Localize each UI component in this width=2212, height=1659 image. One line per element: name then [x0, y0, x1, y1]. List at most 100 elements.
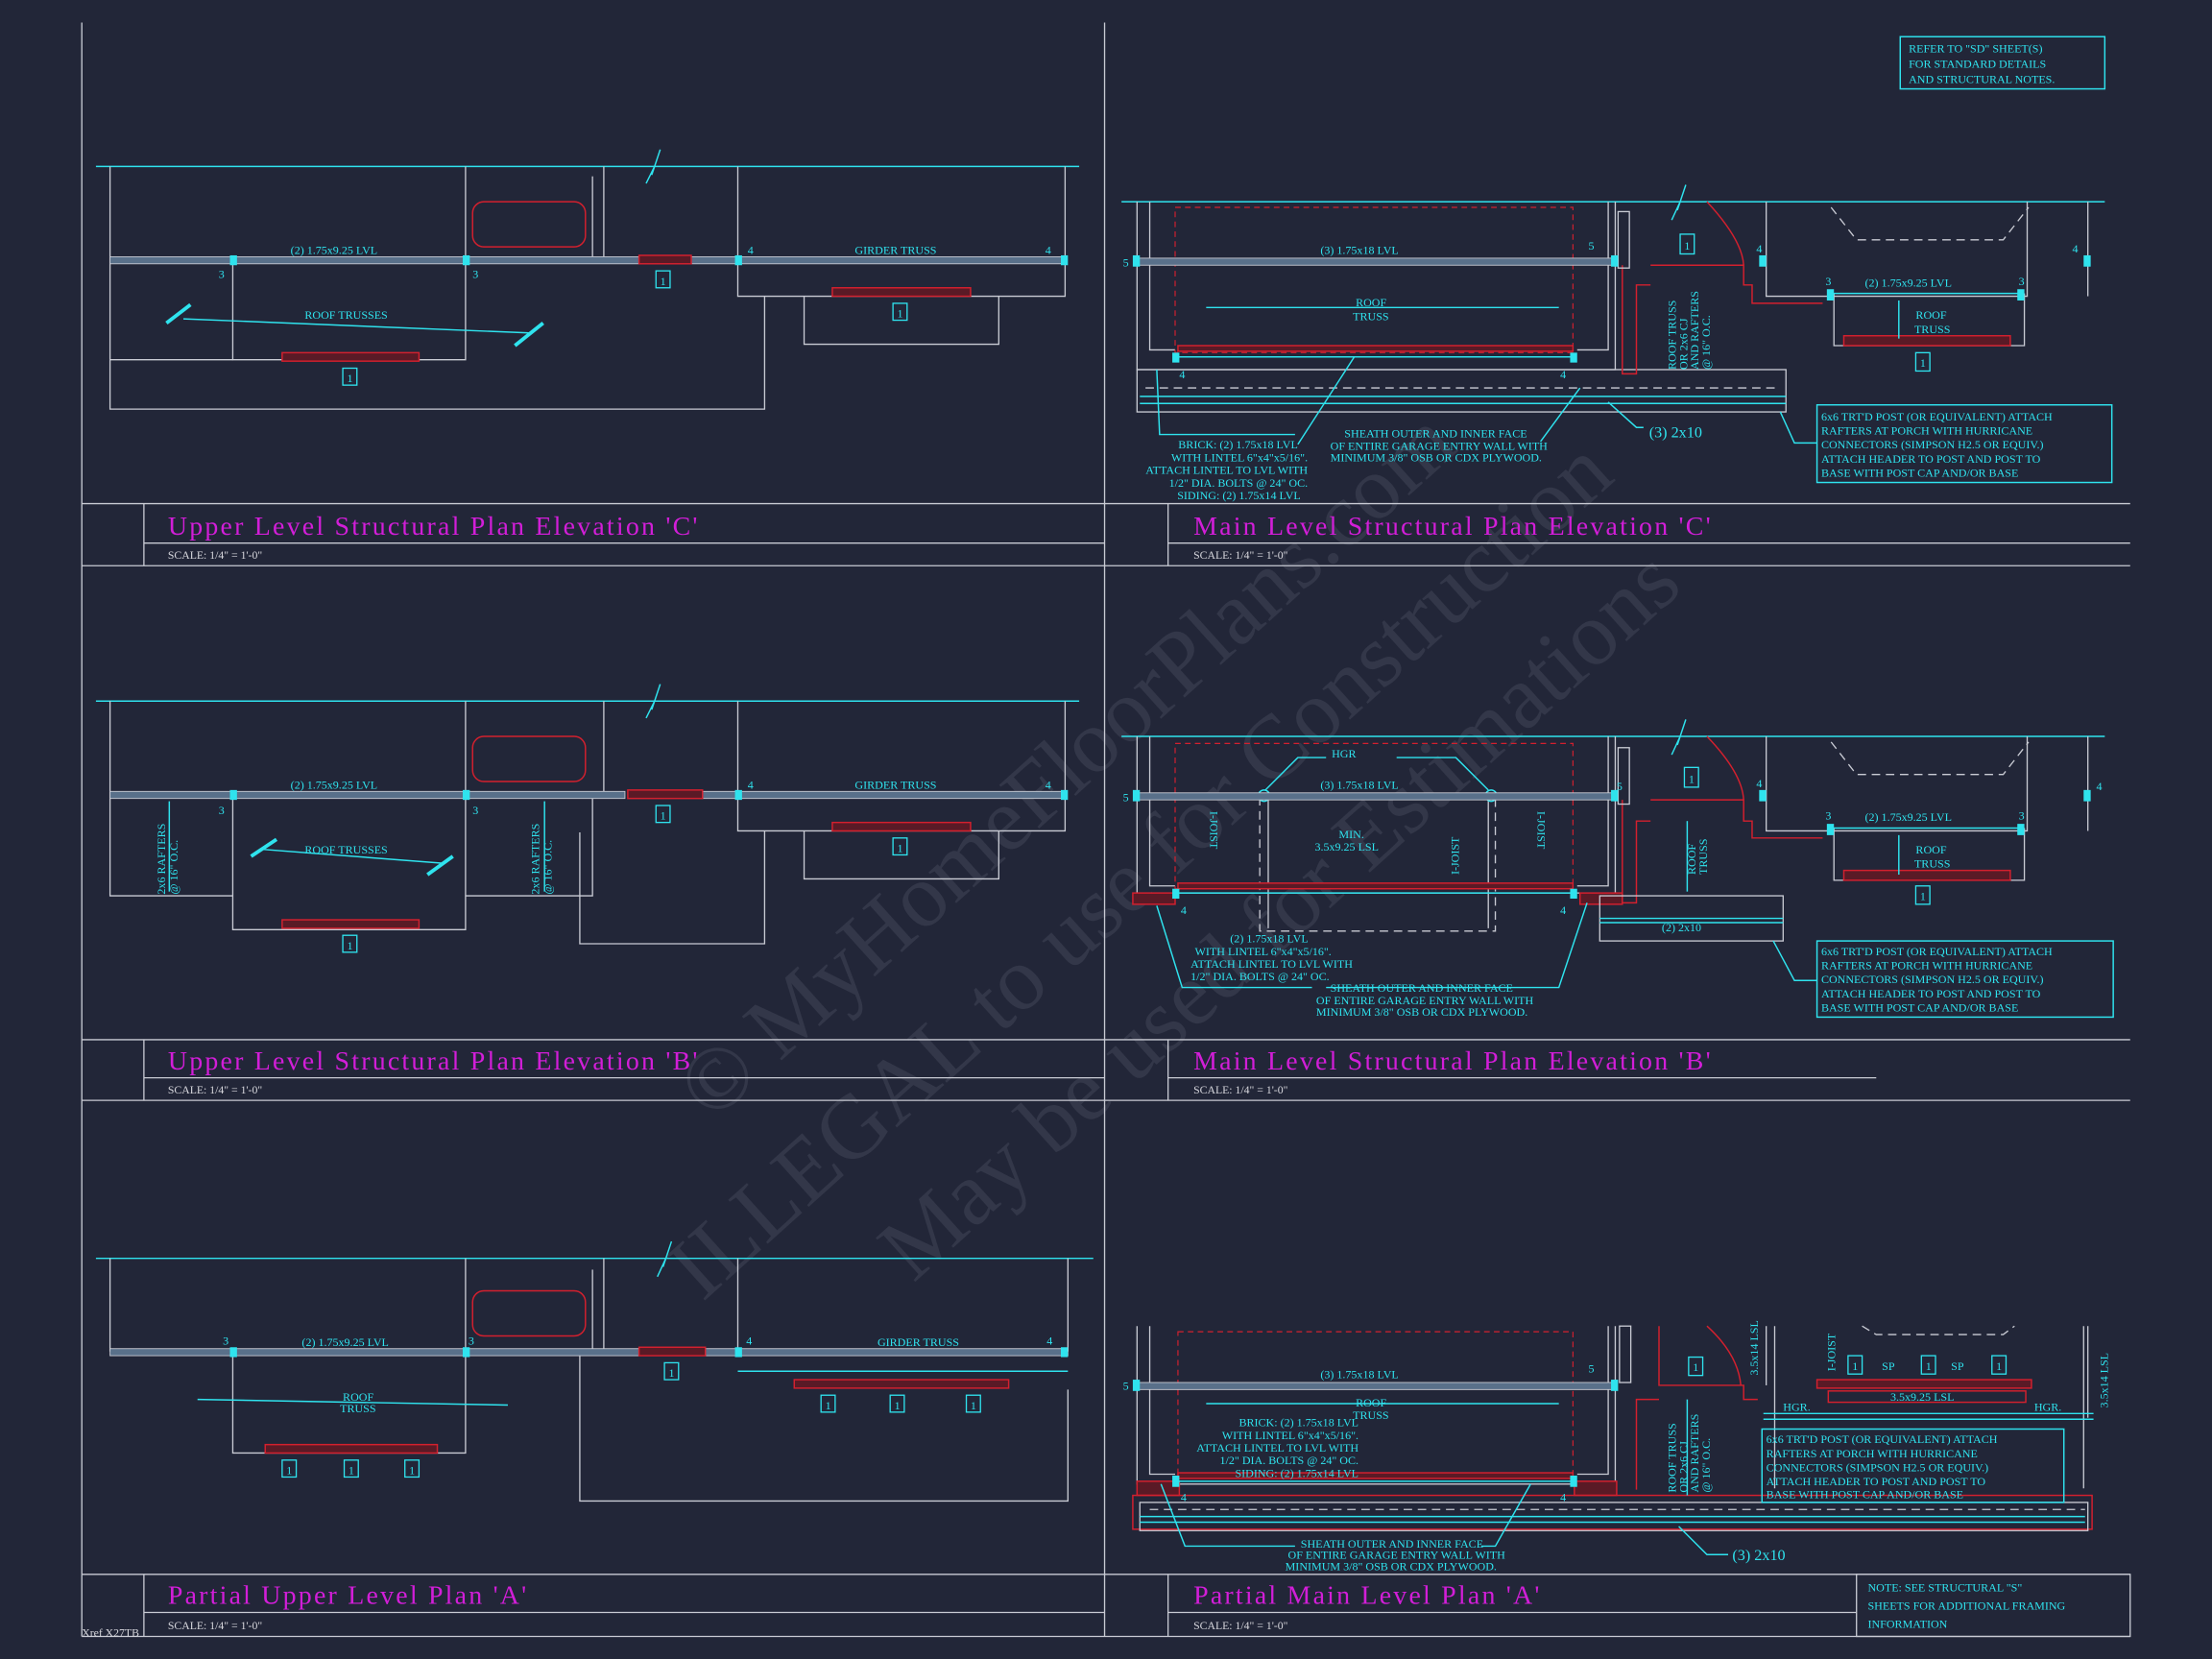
garage-roof-label: ROOF TRUSS: [1666, 1423, 1679, 1492]
porch-beam-label: (2) 1.75x9.25 LVL: [1865, 810, 1952, 824]
rafter-label: 2x6 RAFTERS: [155, 824, 168, 895]
beam-label: (3) 1.75x18 LVL: [1320, 1368, 1398, 1382]
framing-note-line: SHEETS FOR ADDITIONAL FRAMING: [1867, 1599, 2065, 1613]
plan-scale: SCALE: 1/4" = 1'-0": [1193, 1084, 1288, 1096]
header-tag: 1: [1693, 1360, 1698, 1374]
roof-label: ROOF: [1356, 296, 1386, 309]
post-note-line: RAFTERS AT PORCH WITH HURRICANE: [1821, 958, 2032, 972]
plan-title: Upper Level Structural Plan Elevation 'B…: [168, 1046, 700, 1076]
plan-scale: SCALE: 1/4" = 1'-0": [168, 1084, 263, 1096]
plan-title: Main Level Structural Plan Elevation 'C': [1193, 512, 1713, 541]
header-tag: 1: [1920, 356, 1926, 370]
sheath-note-line: OF ENTIRE GARAGE ENTRY WALL WITH: [1288, 1549, 1506, 1562]
brick-note-line: 1/2" DIA. BOLTS @ 24" OC.: [1169, 476, 1308, 490]
post-mark: 4: [746, 1334, 752, 1347]
header-tag: 1: [895, 1399, 901, 1412]
lintel-note-line: ATTACH LINTEL TO LVL WITH: [1190, 957, 1353, 971]
post-mark: 5: [1589, 239, 1595, 252]
plan-main-level-elevation-c: (3) 1.75x18 LVL (2) 1.75x9.25 LVL ROOF T…: [1104, 184, 2130, 566]
header-tag: 1: [349, 1464, 354, 1478]
header-tag: 1: [898, 307, 903, 321]
joist-label: I-JOIST: [1208, 811, 1221, 850]
rafter-label: 2x6 RAFTERS: [528, 824, 541, 895]
post-mark: 3: [219, 267, 225, 280]
general-note: REFER TO "SD" SHEET(S) FOR STANDARD DETA…: [1899, 36, 2106, 90]
post-note-line: RAFTERS AT PORCH WITH HURRICANE: [1767, 1447, 1978, 1460]
garage-roof-label: ROOF TRUSS: [1666, 301, 1679, 370]
beam-label: (3) 1.75x18 LVL: [1320, 243, 1398, 256]
lintel-note-line: WITH LINTEL 6"x4"x5/16".: [1195, 945, 1332, 958]
beam-label: (2) 1.75x9.25 LVL: [291, 778, 377, 791]
sheath-note-line: SHEATH OUTER AND INNER FACE: [1344, 427, 1527, 441]
sheath-note-line: MINIMUM 3/8" OSB OR CDX PLYWOOD.: [1331, 450, 1542, 464]
post-mark: 4: [1046, 778, 1051, 791]
header-tag: 1: [1996, 1359, 2002, 1373]
plan-scale: SCALE: 1/4" = 1'-0": [168, 549, 263, 562]
post-note-line: RAFTERS AT PORCH WITH HURRICANE: [1821, 424, 2032, 438]
watermark-line-3: May be used for Estimations: [860, 530, 1698, 1299]
garage-roof-label: @ 16" O.C.: [1699, 1438, 1713, 1493]
sheath-note-line: OF ENTIRE GARAGE ENTRY WALL WITH: [1331, 440, 1549, 453]
sheath-note-line: MINIMUM 3/8" OSB OR CDX PLYWOOD.: [1316, 1005, 1527, 1019]
plan-title: Upper Level Structural Plan Elevation 'C…: [168, 512, 700, 541]
joist-label: I-JOIST: [1825, 1333, 1839, 1371]
garage-roof-label: OR 2x6 CJ: [1676, 318, 1690, 370]
beam-label: (2) 1.75x9.25 LVL: [291, 243, 377, 256]
post-mark: 3: [469, 1334, 474, 1347]
post-mark: 3: [472, 267, 478, 280]
post-mark: 5: [1589, 1362, 1595, 1376]
header-tag: 1: [347, 939, 352, 952]
post-mark: 4: [2073, 242, 2079, 255]
post-mark: 4: [748, 243, 754, 256]
header-tag: 1: [1684, 239, 1690, 252]
plan-scale: SCALE: 1/4" = 1'-0": [1193, 549, 1288, 562]
garage-roof-label: TRUSS: [1696, 839, 1710, 875]
roof-label: ROOF TRUSSES: [304, 308, 387, 322]
post-mark: 4: [1756, 242, 1762, 255]
roof-label: ROOF TRUSSES: [304, 843, 387, 856]
plan-main-level-elevation-b: HGR (3) 1.75x18 LVL MIN. 3.5x9.25 LSL I-…: [1104, 719, 2130, 1101]
garage-roof-label: OR 2x6 CJ: [1676, 1441, 1690, 1493]
header-tag: 1: [1926, 1359, 1932, 1373]
post-mark: 4: [1560, 368, 1566, 381]
post-note-line: 6x6 TRT'D POST (OR EQUIVALENT) ATTACH: [1821, 945, 2053, 958]
post-mark: 4: [1046, 1334, 1052, 1347]
post-mark: 4: [2097, 780, 2103, 793]
post-mark: 3: [1825, 275, 1831, 288]
header-tag: 1: [409, 1464, 415, 1478]
plan-upper-level-elevation-b: (2) 1.75x9.25 LVL GIRDER TRUSS ROOF TRUS…: [82, 684, 1105, 1101]
lintel-note-line: 1/2" DIA. BOLTS @ 24" OC.: [1190, 970, 1329, 983]
post-mark: 3: [2019, 809, 2025, 823]
header-tag: 1: [1920, 889, 1926, 902]
post-mark: 5: [1617, 780, 1623, 793]
brick-note-line: WITH LINTEL 6"x4"x5/16".: [1222, 1429, 1358, 1442]
post-mark: 5: [1123, 1379, 1129, 1392]
girder-label: GIRDER TRUSS: [854, 778, 936, 791]
post-mark: 3: [472, 804, 478, 817]
plan-partial-main-level-a: (3) 1.75x18 LVL ROOF TRUSS BRICK: (2) 1.…: [1104, 1320, 2131, 1638]
header-tag: 1: [1852, 1359, 1858, 1373]
post-note-line: CONNECTORS (SIMPSON H2.5 OR EQUIV.): [1821, 438, 2044, 451]
post-mark: 4: [1560, 1490, 1566, 1503]
framing-note-line: INFORMATION: [1867, 1618, 1947, 1631]
hanger-label: HGR.: [1783, 1400, 1810, 1413]
plan-title: Main Level Structural Plan Elevation 'B': [1193, 1046, 1713, 1076]
plan-title: Partial Main Level Plan 'A': [1193, 1581, 1542, 1611]
watermark-line-2: ILLEGAL to use for Construction: [649, 421, 1630, 1318]
post-note-line: ATTACH HEADER TO POST AND POST TO: [1767, 1475, 1986, 1488]
rafter-label: @ 16" O.C.: [167, 840, 180, 895]
roof-label: TRUSS: [1353, 1408, 1388, 1422]
post-note-line: CONNECTORS (SIMPSON H2.5 OR EQUIV.): [1821, 973, 2044, 986]
roof-label: ROOF: [343, 1390, 373, 1404]
joist-label: (3) 2x10: [1732, 1548, 1785, 1564]
roof-label: ROOF: [1356, 1396, 1386, 1409]
post-note-line: CONNECTORS (SIMPSON H2.5 OR EQUIV.): [1767, 1461, 1989, 1475]
hanger-label: HGR: [1332, 747, 1356, 760]
header-tag: 1: [286, 1464, 292, 1478]
header-tag: 1: [668, 1366, 674, 1380]
hanger-label: HGR.: [2034, 1400, 2061, 1413]
roof-label: ROOF: [1915, 843, 1946, 856]
brick-note-line: 1/2" DIA. BOLTS @ 24" OC.: [1220, 1454, 1358, 1467]
sheath-note-line: OF ENTIRE GARAGE ENTRY WALL WITH: [1316, 994, 1534, 1007]
